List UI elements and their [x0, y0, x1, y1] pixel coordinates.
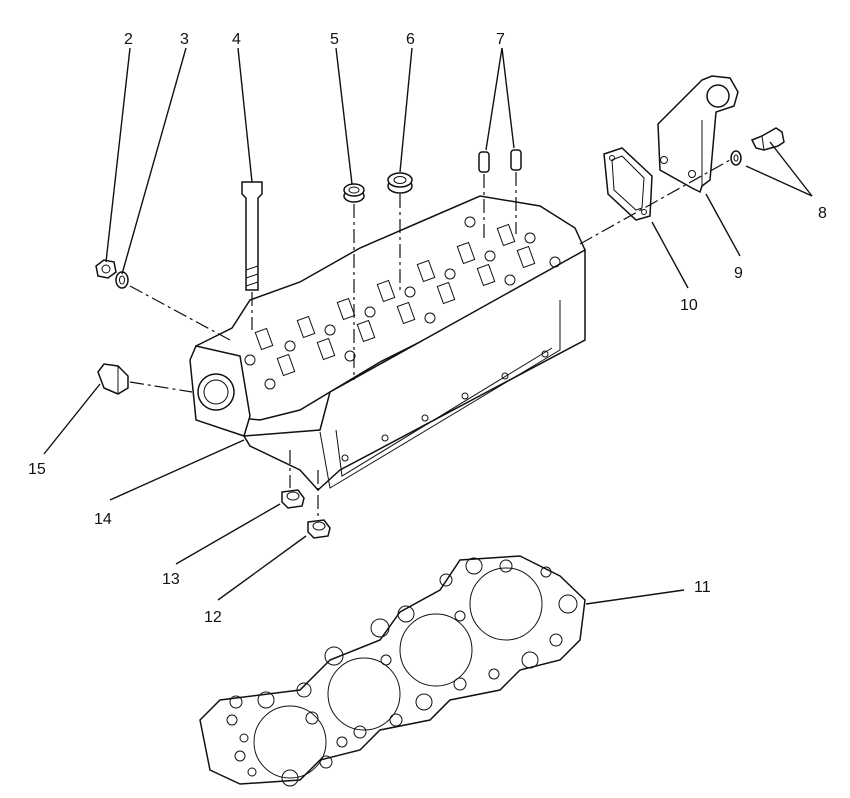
plug-axis-line	[129, 285, 231, 341]
callout-10: 10	[680, 297, 698, 314]
callout-12: 12	[204, 609, 222, 626]
cylinder-head	[189, 195, 586, 492]
bracket-gasket	[603, 147, 653, 221]
lifting-bracket	[657, 75, 739, 194]
valve-caps	[478, 149, 522, 240]
callout-5: 5	[330, 31, 339, 48]
callout-14: 14	[94, 511, 112, 528]
leader-lines	[43, 47, 813, 605]
callout-6: 6	[406, 31, 415, 48]
valve-stem-seals	[343, 172, 413, 380]
callout-3: 3	[180, 31, 189, 48]
callout-7: 7	[496, 31, 505, 48]
callout-4: 4	[232, 31, 241, 48]
callout-13: 13	[162, 571, 180, 588]
washer	[115, 271, 129, 289]
callout-labels: 2 3 4 5 6 7 8 9 10 11 12 13 14 15	[28, 31, 827, 626]
lower-bushings	[281, 450, 331, 539]
callout-15: 15	[28, 461, 46, 478]
head-bolt	[241, 181, 263, 330]
sensor	[97, 363, 193, 395]
bracket-axis-line	[579, 159, 731, 245]
callout-8: 8	[818, 205, 827, 222]
callout-2: 2	[124, 31, 133, 48]
callout-9: 9	[734, 265, 743, 282]
bolt-and-washer	[730, 127, 785, 166]
plug	[95, 259, 117, 279]
cylinder-head-gasket	[199, 555, 586, 787]
callout-11: 11	[694, 579, 711, 596]
